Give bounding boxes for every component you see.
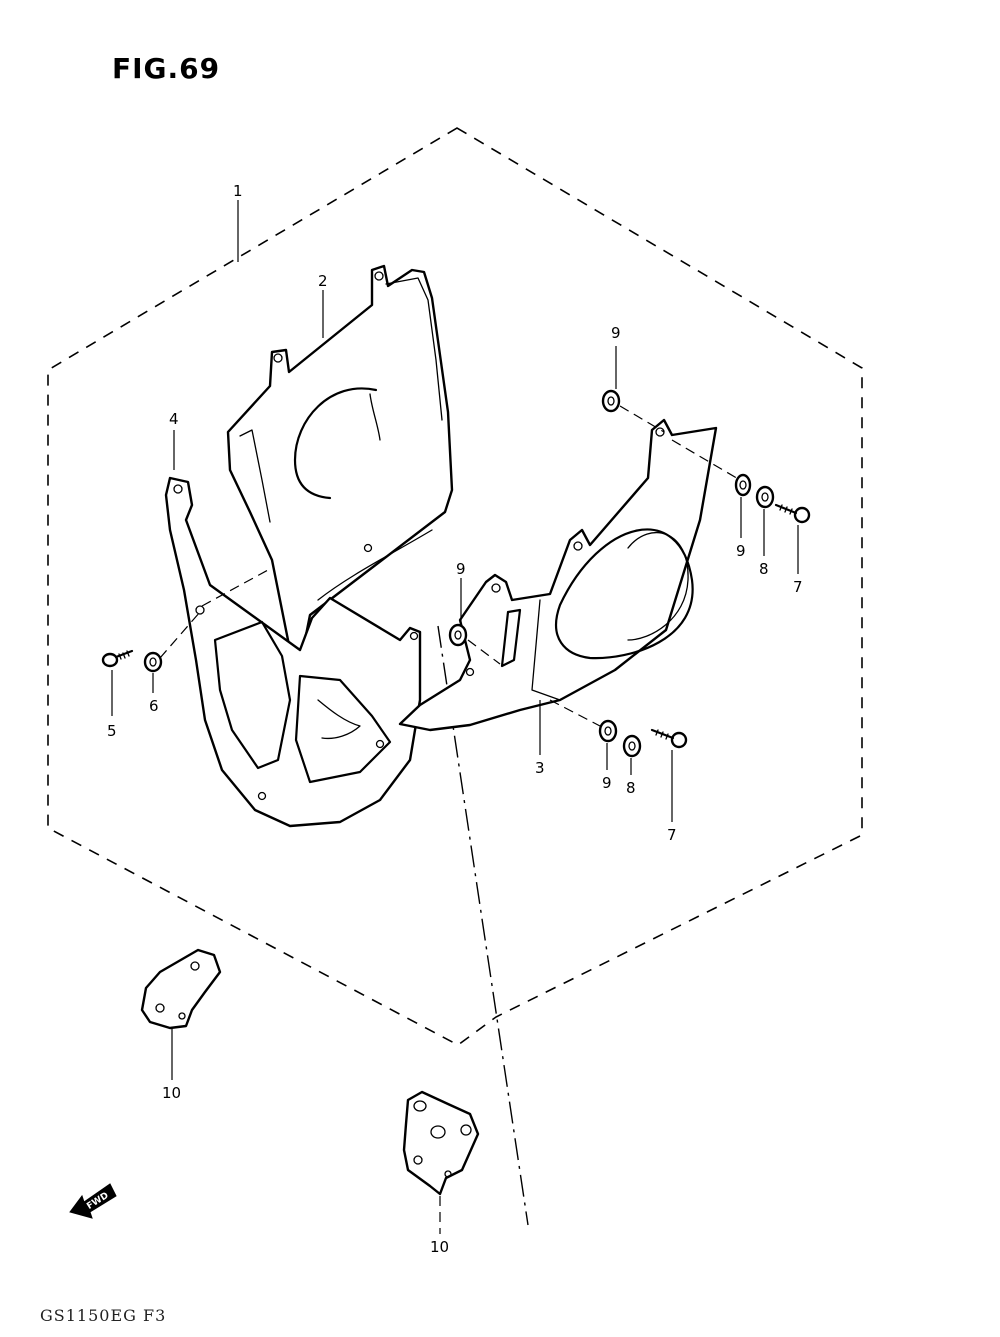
callout-10-lower: 10 xyxy=(430,1238,449,1256)
callout-3: 3 xyxy=(535,759,545,777)
assembly-leader xyxy=(549,699,601,727)
callout-5: 5 xyxy=(107,722,117,740)
part-2-inner-panel xyxy=(226,264,454,657)
callout-10-upper: 10 xyxy=(162,1084,181,1102)
assembly-leader xyxy=(159,611,201,659)
assembly-leader xyxy=(671,439,741,481)
part-3-lower-cowl-side xyxy=(398,418,718,732)
part-6-grommet xyxy=(143,651,163,673)
callout-9-center: 9 xyxy=(456,560,466,578)
part-7-screw-lower xyxy=(650,728,688,749)
part-10-bracket-lower xyxy=(402,1090,480,1196)
part-9-cushion-lower xyxy=(598,719,618,743)
part-8-washer-lower xyxy=(622,734,642,758)
callout-4: 4 xyxy=(169,410,179,428)
part-9-cushion-top xyxy=(601,389,621,413)
assembly-leader xyxy=(201,569,269,607)
callout-8-lower: 8 xyxy=(626,779,636,797)
callout-7-upper: 7 xyxy=(793,578,803,596)
forward-direction-arrow: FWD xyxy=(69,1183,117,1219)
callout-9-lower: 9 xyxy=(602,774,612,792)
alignment-axis-line xyxy=(437,625,529,1226)
part-9-cushion-right xyxy=(734,473,752,497)
part-5-screw xyxy=(101,649,134,668)
callout-7-lower: 7 xyxy=(667,826,677,844)
assembly-leader xyxy=(467,639,501,665)
callout-8-upper: 8 xyxy=(759,560,769,578)
callout-9-top: 9 xyxy=(611,324,621,342)
assembly-boundary-frame xyxy=(47,127,863,1046)
callout-9-right: 9 xyxy=(736,542,746,560)
part-10-bracket-upper xyxy=(140,948,222,1030)
figure-title: FIG.69 xyxy=(112,52,221,85)
callout-1: 1 xyxy=(233,182,243,200)
callout-6: 6 xyxy=(149,697,159,715)
part-7-screw-upper xyxy=(774,503,811,524)
callout-2: 2 xyxy=(318,272,328,290)
assembly-leader xyxy=(619,405,665,433)
part-9-cushion-center xyxy=(448,623,468,647)
diagram-code: GS1150EG F3 xyxy=(40,1306,167,1325)
part-8-washer-upper xyxy=(755,485,775,509)
part-4-lower-cowl-front xyxy=(164,476,422,828)
